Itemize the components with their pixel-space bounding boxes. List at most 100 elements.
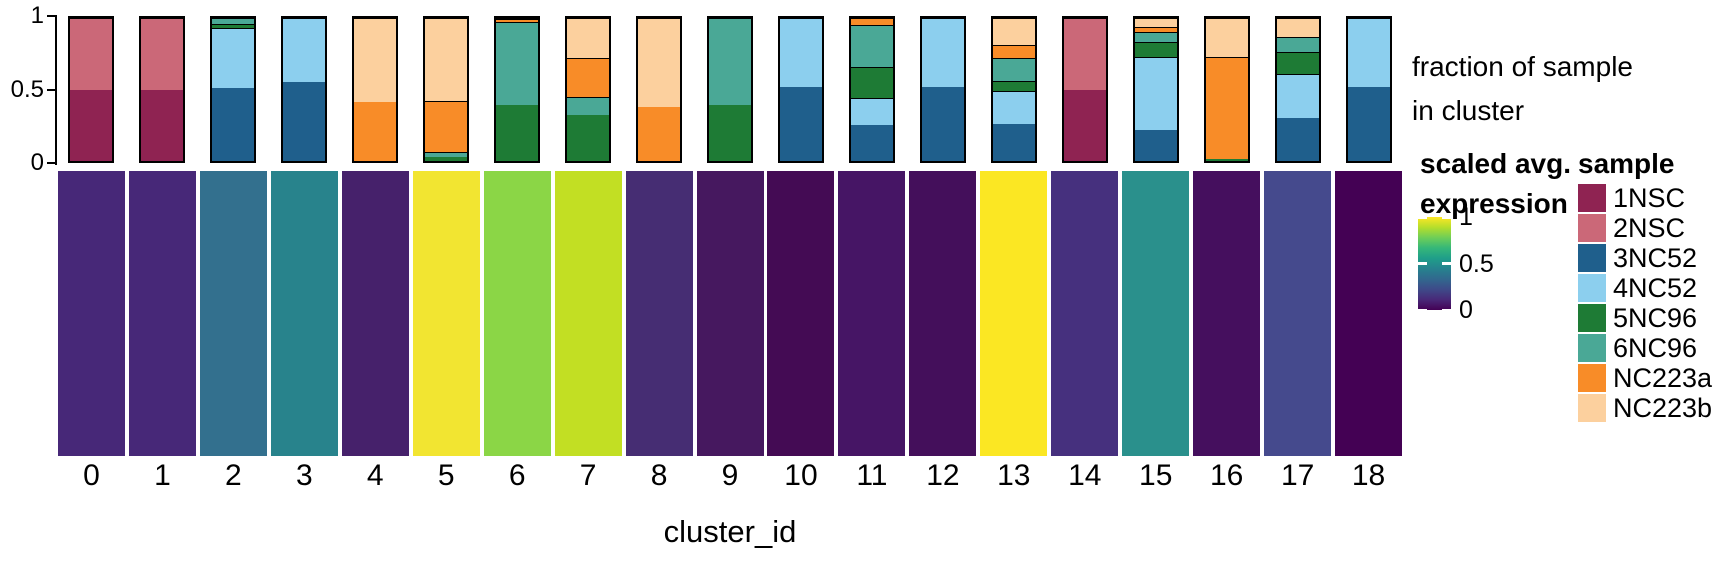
colorbar-tick-dash (1442, 215, 1451, 219)
stacked-bar (494, 16, 541, 163)
bar-segment-6NC96 (567, 96, 610, 116)
bar-segment-5NC96 (1205, 158, 1248, 161)
bar-segment-NC223b (425, 18, 468, 101)
heatmap-tile (127, 170, 197, 457)
bar-segment-5NC96 (709, 105, 752, 161)
bar-segment-4NC52 (850, 98, 893, 126)
bar-segment-3NC52 (1347, 86, 1390, 161)
legend-label-2NSC: 2NSC (1613, 213, 1686, 243)
stacked-bar (919, 16, 966, 163)
legend-label-NC223b: NC223b (1613, 393, 1713, 423)
legend-label-NC223a: NC223a (1613, 363, 1713, 393)
stacked-bar (352, 16, 399, 163)
bar-legend-caption-line1: fraction of sample (1412, 51, 1633, 82)
colorbar-tick-dash (1418, 308, 1427, 312)
bar-segment-5NC96 (425, 157, 468, 161)
bar-segment-5NC96 (1134, 42, 1177, 57)
stacked-bar (1061, 16, 1108, 163)
stacked-bar (565, 16, 612, 163)
heatmap-tile (56, 170, 126, 457)
stacked-bar (1132, 16, 1179, 163)
legend-swatch-NC223a (1578, 364, 1606, 392)
heatmap-tile (1192, 170, 1262, 457)
x-tick-label: 10 (784, 459, 818, 492)
x-tick-label: 16 (1209, 459, 1244, 492)
colorbar-tick-dash (1442, 308, 1451, 312)
stacked-bar (1274, 16, 1321, 163)
stacked-bar (281, 16, 328, 163)
bar-segment-3NC52 (921, 86, 964, 161)
x-tick-label: 17 (1280, 459, 1315, 492)
bar-segment-2NSC (1063, 18, 1106, 90)
bar-segment-3NC52 (850, 125, 893, 161)
heatmap-tile (411, 170, 481, 457)
legend-swatch-NC223b (1578, 394, 1606, 422)
x-tick-label: 11 (856, 459, 888, 492)
colorbar-tick-label: 1 (1459, 203, 1473, 231)
x-tick-label: 9 (721, 459, 739, 492)
heatmap-tile (340, 170, 410, 457)
bar-segment-4NC52 (1134, 56, 1177, 130)
x-axis-title: cluster_id (663, 514, 797, 549)
bar-segment-6NC96 (992, 58, 1035, 81)
y-tick-mark (47, 15, 56, 17)
bar-segment-5NC96 (850, 66, 893, 99)
expression-legend-title-line1: scaled avg. (1420, 148, 1571, 179)
bar-segment-1NSC (70, 89, 113, 161)
bar-segment-NC223a (638, 106, 681, 161)
stacked-bar (990, 16, 1037, 163)
bar-segment-6NC96 (1134, 32, 1177, 43)
colorbar-tick-dash (1418, 215, 1427, 219)
bar-segment-NC223a (1205, 56, 1248, 159)
y-tick-label: 0 (30, 149, 44, 176)
bar-segment-6NC96 (425, 152, 468, 158)
bar-segment-4NC52 (992, 90, 1035, 124)
bar-segment-5NC96 (212, 23, 255, 29)
expression-legend-title-line2: expression (1420, 188, 1568, 219)
bar-segment-NC223a (992, 45, 1035, 59)
bar-segment-4NC52 (779, 18, 822, 87)
x-tick-label: 15 (1139, 459, 1173, 492)
x-tick-label: 13 (997, 459, 1031, 492)
bar-segment-NC223b (496, 18, 539, 20)
colorbar-tick-dash (1442, 262, 1451, 265)
x-tick-label: 5 (437, 459, 455, 492)
y-tick-label: 0.5 (10, 75, 44, 103)
heatmap-tile (1334, 170, 1404, 457)
x-tick-label: 0 (83, 459, 100, 492)
bar-segment-4NC52 (1347, 18, 1390, 87)
heatmap-tile (269, 170, 339, 457)
bar-segment-2NSC (70, 18, 113, 90)
stacked-bar (1203, 16, 1250, 163)
bar-segment-6NC96 (496, 21, 539, 106)
bar-segment-NC223b (567, 18, 610, 59)
bar-segment-3NC52 (283, 82, 326, 161)
stacked-bar (636, 16, 683, 163)
heatmap-tile (198, 170, 268, 457)
x-tick-label: 4 (366, 459, 384, 492)
legend-swatch-6NC96 (1578, 334, 1606, 362)
bar-segment-5NC96 (496, 105, 539, 161)
bar-segment-1NSC (141, 89, 184, 161)
bar-segment-3NC52 (1276, 118, 1319, 161)
bar-segment-NC223a (1134, 26, 1177, 33)
sample-legend-title: sample (1578, 148, 1675, 179)
stacked-bar (210, 16, 257, 163)
y-tick-mark (47, 88, 56, 91)
legend-label-1NSC: 1NSC (1613, 183, 1686, 213)
bar-segment-NC223b (992, 18, 1035, 46)
bar-segment-4NC52 (283, 18, 326, 83)
y-tick-mark (47, 162, 56, 164)
bar-segment-NC223a (354, 102, 397, 161)
bar-legend-caption-line2: in cluster (1412, 95, 1525, 126)
stacked-bar (848, 16, 895, 163)
heatmap-tile (1263, 170, 1333, 457)
bar-segment-NC223b (1276, 18, 1319, 37)
x-tick-label: 3 (295, 459, 313, 492)
bar-segment-6NC96 (1276, 36, 1319, 53)
bar-segment-4NC52 (212, 28, 255, 89)
stacked-bar (707, 16, 754, 163)
y-axis-line (55, 15, 57, 165)
bar-segment-NC223a (567, 58, 610, 97)
